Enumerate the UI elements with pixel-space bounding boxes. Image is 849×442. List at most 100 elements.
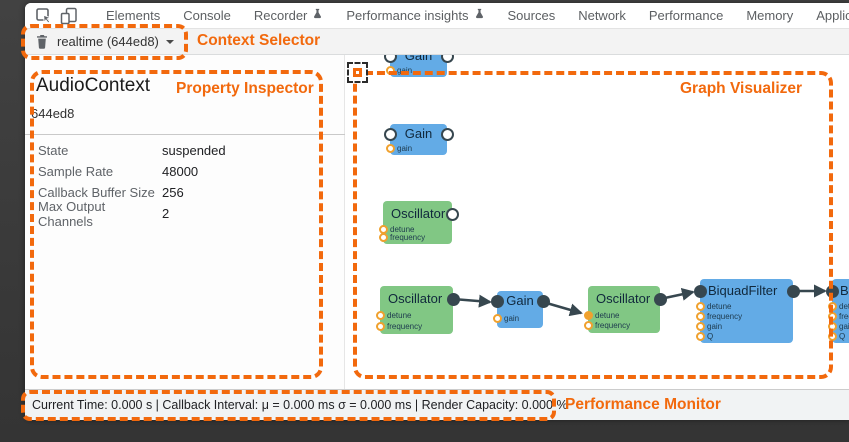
param-label: frequency — [387, 322, 423, 331]
graph-param-row-frequency: frequency — [696, 311, 793, 321]
param-label: detune — [390, 224, 415, 234]
tab-label: Memory — [746, 8, 794, 23]
devtools-window: Elements Console Recorder Performance insig… — [25, 3, 849, 420]
tab-label: Sources — [507, 8, 556, 23]
graph-node-gain-3[interactable]: Gain gain — [490, 291, 550, 328]
graph-node-title-text: Gain — [404, 55, 433, 63]
devtools-tab-bar: Elements Console Recorder Performance insig… — [25, 3, 849, 29]
graph-param-row-gain: gain — [386, 143, 447, 153]
inspector-row-label: Sample Rate — [38, 164, 114, 179]
graph-param-row-frequency: frequency — [828, 311, 849, 321]
graph-node-title: Oscillator — [588, 286, 660, 310]
param-label: frequency — [390, 233, 426, 243]
tab-performance-insights[interactable]: Performance insights — [346, 8, 484, 23]
param-port-frequency — [584, 321, 593, 331]
graph-param-row-frequency: frequency — [584, 321, 660, 332]
trash-icon[interactable] — [34, 34, 50, 50]
graph-node-title: BiquadFilter — [700, 279, 793, 301]
param-port-gain — [386, 65, 395, 75]
tab-sources[interactable]: Sources — [508, 8, 556, 23]
input-port — [825, 284, 839, 298]
param-label: detune — [839, 301, 849, 311]
context-selector-dropdown[interactable]: realtime (644ed8) — [57, 34, 174, 49]
graph-node-title: BiquadFilter — [832, 279, 849, 301]
param-port-q — [828, 331, 837, 341]
inspector-row-value: suspended — [162, 143, 226, 158]
tab-memory[interactable]: Memory — [746, 8, 793, 23]
webaudio-context-toolbar: realtime (644ed8) — [25, 29, 849, 55]
tab-elements[interactable]: Elements — [106, 8, 160, 23]
inspector-row-label: Max Output Channels — [38, 198, 106, 229]
param-label: Q — [707, 331, 714, 341]
graph-param-row-q: Q — [696, 331, 793, 341]
inspector-divider — [25, 134, 345, 135]
param-port-gain — [493, 313, 502, 323]
inspector-row-value: 256 — [162, 185, 184, 200]
inspector-row-value: 48000 — [162, 164, 199, 179]
graph-param-row-detune: detune — [379, 224, 452, 234]
param-label: frequency — [707, 311, 743, 321]
inspect-element-icon[interactable] — [34, 7, 52, 25]
output-port — [446, 292, 460, 306]
tab-console[interactable]: Console — [183, 8, 231, 23]
param-port-detune — [379, 224, 388, 234]
graph-node-title-text: Gain — [506, 293, 534, 308]
tab-label: Network — [578, 8, 626, 23]
input-port — [490, 295, 504, 308]
input-port — [693, 284, 707, 298]
output-port — [536, 295, 550, 308]
param-label: gain — [504, 313, 520, 323]
graph-node-title-text: Oscillator — [596, 290, 651, 306]
output-port — [786, 284, 800, 298]
inspector-row-label: State — [38, 143, 69, 158]
tab-application[interactable]: Application — [816, 8, 849, 23]
param-label: detune — [387, 311, 412, 320]
param-label: gain — [397, 143, 413, 153]
param-label: frequency — [839, 311, 849, 321]
param-port-frequency — [696, 311, 705, 321]
tab-network[interactable]: Network — [578, 8, 626, 23]
graph-param-row-frequency: frequency — [376, 321, 453, 332]
input-port — [383, 55, 397, 63]
tab-recorder[interactable]: Recorder — [254, 8, 323, 23]
param-label: frequency — [595, 321, 631, 331]
graph-param-row-gain: gain — [493, 310, 543, 326]
param-port-frequency — [379, 233, 388, 243]
context-selector-value: realtime (644ed8) — [57, 34, 159, 49]
graph-node-title-text: Gain — [404, 126, 433, 141]
graph-param-row-detune: detune — [376, 310, 453, 321]
graph-node-title: Oscillator — [383, 201, 452, 225]
output-port — [440, 55, 454, 63]
graph-node-title: Oscillator — [380, 286, 453, 310]
param-port-gain — [386, 143, 395, 153]
param-port-detune — [696, 301, 705, 311]
input-port — [383, 128, 397, 141]
param-port-detune — [376, 311, 385, 320]
experiment-flask-icon — [474, 8, 485, 23]
graph-param-row-gain: gain — [828, 321, 849, 331]
output-port — [653, 292, 667, 306]
graph-node-gain-2[interactable]: Gain gain — [383, 124, 454, 155]
param-port-detune — [584, 310, 593, 320]
graph-node-title-text: Oscillator — [388, 290, 443, 306]
param-label: gain — [707, 321, 723, 331]
audio-context-title: AudioContext — [36, 75, 151, 96]
toggle-device-toolbar-icon[interactable] — [60, 7, 78, 25]
param-port-gain — [828, 321, 837, 331]
graph-node-oscillator-2[interactable]: Oscillator detune frequency — [376, 286, 460, 334]
graph-node-title: Gain — [390, 124, 447, 143]
audio-context-id: 644ed8 — [31, 106, 75, 121]
inspector-row-sample-rate: Sample Rate 48000 — [38, 161, 338, 182]
tab-performance[interactable]: Performance — [649, 8, 723, 23]
